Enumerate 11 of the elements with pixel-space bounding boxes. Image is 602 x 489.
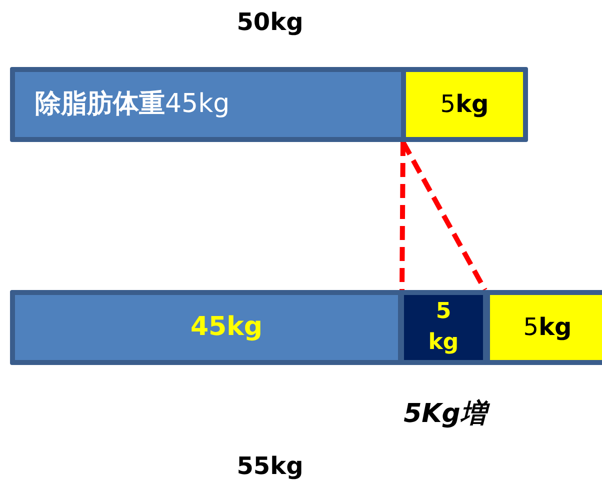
bar-segment [485, 290, 602, 365]
weight-label: 50kg [236, 8, 304, 36]
value-label: 5kg [440, 90, 489, 119]
value-label: 5 kg [427, 298, 460, 356]
value-label: 45kg [190, 312, 263, 344]
bar-segment [399, 290, 488, 365]
value-label: 除脂肪体重45kg [35, 88, 230, 120]
value-label: 5kg [523, 313, 572, 342]
bar-segment [401, 67, 528, 142]
weight-label: 55kg [236, 452, 304, 480]
dashed-line [400, 142, 406, 290]
